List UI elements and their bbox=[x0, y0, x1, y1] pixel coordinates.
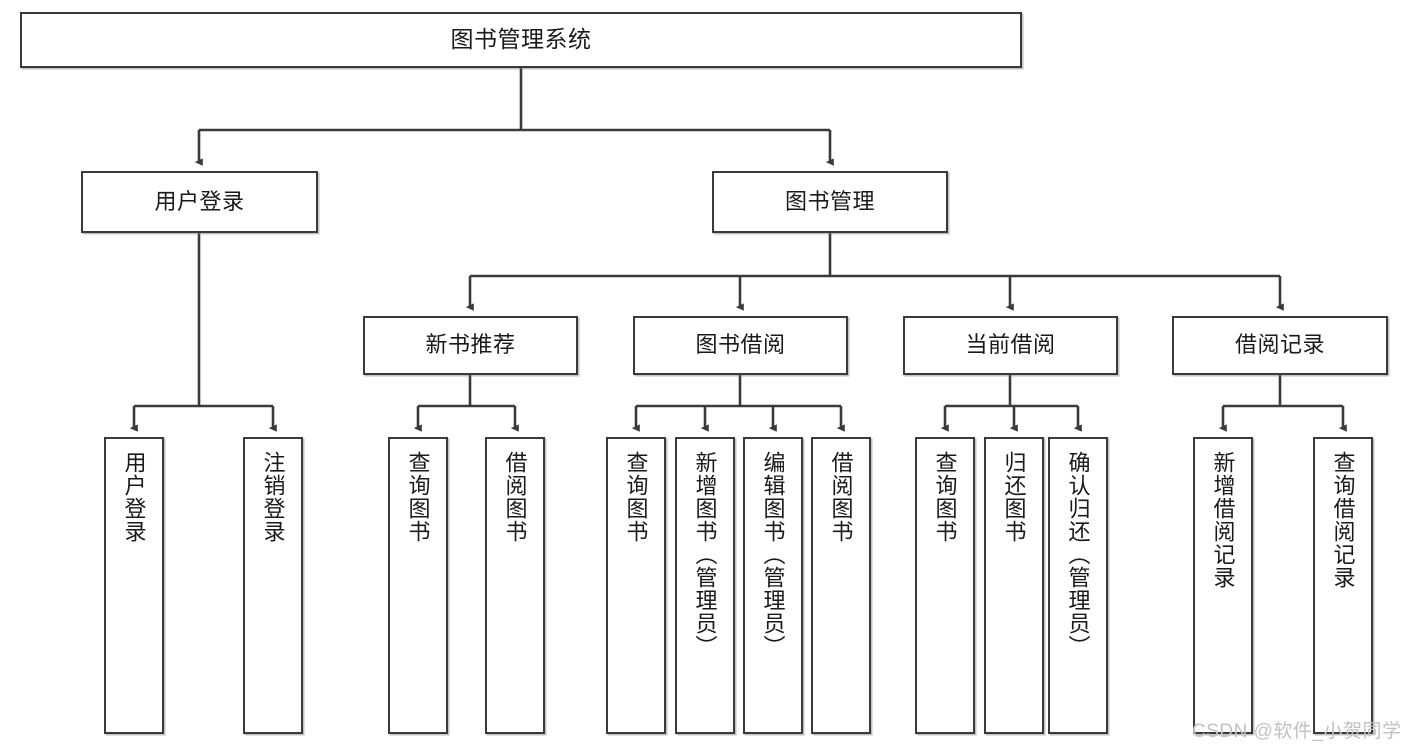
node-root-label: 图书管理系统 bbox=[450, 26, 592, 53]
node-leaf-edit-book[interactable]: 编辑图书（管理员） bbox=[743, 437, 803, 734]
node-leaf-add-book-label: 新增图书（管理员） bbox=[692, 451, 718, 658]
node-leaf-add-record[interactable]: 新增借阅记录 bbox=[1193, 437, 1253, 734]
edges-newbook-to-leaves bbox=[413, 375, 519, 432]
node-root[interactable]: 图书管理系统 bbox=[20, 12, 1022, 68]
node-book-borrow-label: 图书借阅 bbox=[695, 332, 786, 358]
node-borrow-record-label: 借阅记录 bbox=[1234, 332, 1325, 358]
node-leaf-edit-book-label: 编辑图书（管理员） bbox=[760, 451, 786, 658]
node-current-borrow-label: 当前借阅 bbox=[965, 332, 1056, 358]
node-leaf-query-book-2[interactable]: 查询图书 bbox=[606, 437, 666, 734]
node-leaf-query-record[interactable]: 查询借阅记录 bbox=[1313, 437, 1373, 734]
node-leaf-add-book[interactable]: 新增图书（管理员） bbox=[675, 437, 735, 734]
edges-bookmanage-to-level3 bbox=[465, 233, 1284, 311]
node-leaf-query-book-1[interactable]: 查询图书 bbox=[388, 437, 448, 734]
edges-bookborrow-to-leaves bbox=[631, 375, 845, 432]
node-leaf-user-logout-label: 注销登录 bbox=[260, 451, 286, 543]
node-leaf-user-logout[interactable]: 注销登录 bbox=[243, 437, 303, 734]
node-leaf-borrow-book-2-label: 借阅图书 bbox=[828, 451, 854, 543]
node-leaf-confirm-return-label: 确认归还（管理员） bbox=[1065, 451, 1091, 658]
node-current-borrow[interactable]: 当前借阅 bbox=[903, 316, 1118, 375]
node-leaf-query-book-2-label: 查询图书 bbox=[623, 451, 649, 543]
edges-userlogin-to-leaves bbox=[129, 233, 277, 432]
node-leaf-query-record-label: 查询借阅记录 bbox=[1330, 451, 1356, 589]
node-leaf-user-login[interactable]: 用户登录 bbox=[104, 437, 164, 734]
node-leaf-borrow-book-1-label: 借阅图书 bbox=[502, 451, 528, 543]
csdn-watermark: CSDN @软件_小贺同学 bbox=[1192, 721, 1402, 742]
node-new-book-recommend-label: 新书推荐 bbox=[425, 332, 516, 358]
node-book-borrow[interactable]: 图书借阅 bbox=[633, 316, 848, 375]
node-leaf-add-record-label: 新增借阅记录 bbox=[1210, 451, 1236, 589]
node-user-login[interactable]: 用户登录 bbox=[81, 171, 318, 233]
node-leaf-confirm-return[interactable]: 确认归还（管理员） bbox=[1048, 437, 1108, 734]
edges-borrowrecord-to-leaves bbox=[1218, 375, 1347, 432]
node-user-login-label: 用户登录 bbox=[154, 188, 245, 214]
node-leaf-return-book[interactable]: 归还图书 bbox=[984, 437, 1044, 734]
node-leaf-borrow-book-1[interactable]: 借阅图书 bbox=[485, 437, 545, 734]
node-leaf-user-login-label: 用户登录 bbox=[121, 451, 147, 543]
node-book-manage-label: 图书管理 bbox=[784, 188, 875, 214]
edges-currentborrow-to-leaves bbox=[940, 375, 1082, 432]
node-leaf-query-book-3[interactable]: 查询图书 bbox=[915, 437, 975, 734]
node-leaf-borrow-book-2[interactable]: 借阅图书 bbox=[811, 437, 871, 734]
node-leaf-return-book-label: 归还图书 bbox=[1001, 451, 1027, 543]
node-leaf-query-book-3-label: 查询图书 bbox=[932, 451, 958, 543]
node-new-book-recommend[interactable]: 新书推荐 bbox=[363, 316, 578, 375]
edges-root-to-level2 bbox=[194, 68, 834, 166]
node-book-manage[interactable]: 图书管理 bbox=[712, 171, 948, 233]
node-leaf-query-book-1-label: 查询图书 bbox=[405, 451, 431, 543]
node-borrow-record[interactable]: 借阅记录 bbox=[1172, 316, 1388, 375]
